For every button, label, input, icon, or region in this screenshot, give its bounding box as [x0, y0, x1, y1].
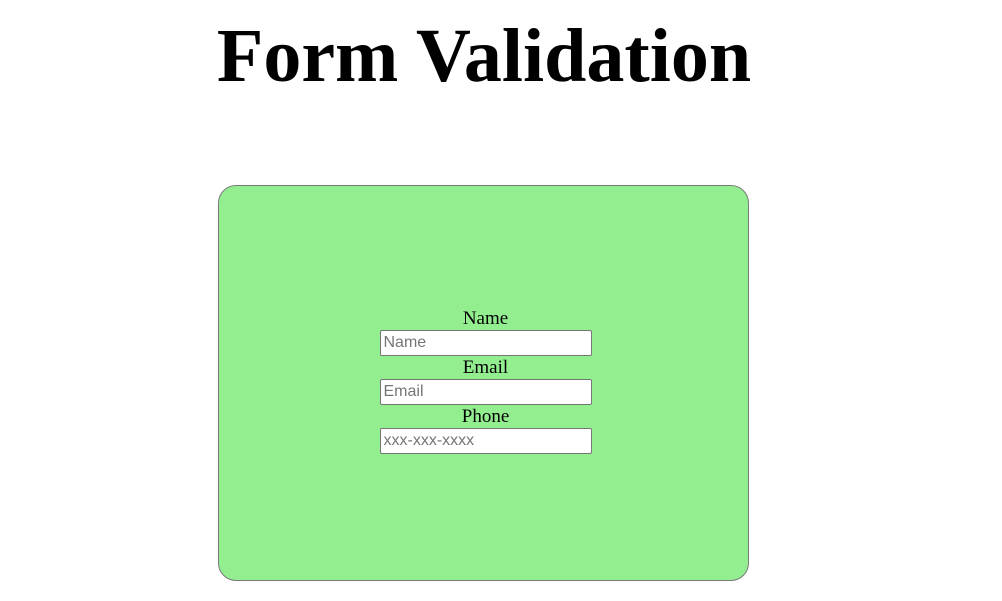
form-card: Name Email Phone	[218, 185, 749, 581]
email-input[interactable]	[379, 379, 592, 405]
phone-label: Phone	[461, 406, 510, 427]
name-label: Name	[462, 308, 509, 329]
phone-input[interactable]	[379, 428, 592, 454]
email-label: Email	[462, 357, 509, 378]
validation-form: Name Email Phone	[379, 308, 592, 455]
name-input[interactable]	[379, 330, 592, 356]
page-title: Form Validation	[216, 14, 752, 98]
